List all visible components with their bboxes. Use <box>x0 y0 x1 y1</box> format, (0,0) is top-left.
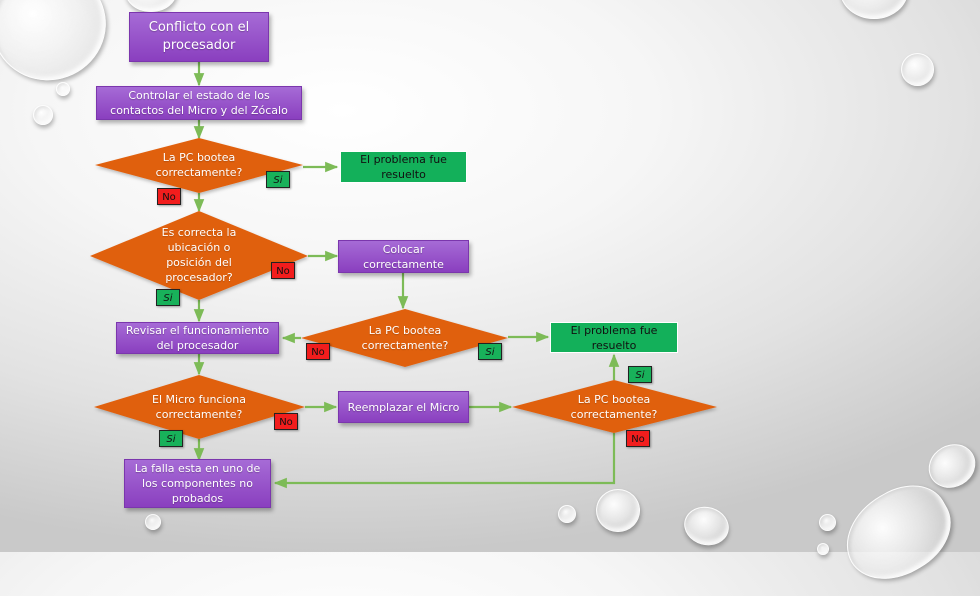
start-process-box: Conflicto con el procesador <box>129 12 269 62</box>
resolved-box-2: El problema fue resuelto <box>550 322 678 353</box>
resolved-box-1: El problema fue resuelto <box>340 151 467 183</box>
no-label: No <box>626 430 650 447</box>
place-correctly-box: Colocar correctamente <box>338 240 469 273</box>
no-label: No <box>157 188 181 205</box>
water-drop-decoration <box>33 105 53 125</box>
no-label: No <box>306 343 330 360</box>
decision-boot-1-text: La PC bootea correctamente? <box>155 151 243 179</box>
yes-label: Si <box>478 343 502 360</box>
water-drop-decoration <box>596 489 640 532</box>
water-drop-decoration <box>558 505 576 523</box>
water-drop-decoration <box>56 82 70 96</box>
water-drop-decoration <box>901 53 934 86</box>
no-label: No <box>271 262 295 279</box>
flowchart-canvas <box>90 62 717 489</box>
yes-label: Si <box>628 366 652 383</box>
water-drop-decoration <box>145 514 161 530</box>
yes-label: Si <box>266 171 290 188</box>
replace-micro-box: Reemplazar el Micro <box>338 391 469 423</box>
decision-boot-2-text: La PC bootea correctamente? <box>361 324 449 352</box>
decision-diamond-boot-2 <box>301 309 508 367</box>
decision-micro-text: El Micro funciona correctamente? <box>152 393 246 421</box>
decision-diamond-boot-1 <box>95 138 303 193</box>
untested-components-box: La falla esta en uno de los componentes … <box>124 459 271 508</box>
decision-diamond-position <box>90 211 308 300</box>
decision-boot-3-text: La PC bootea correctamente? <box>570 393 658 421</box>
decision-position-text: Es correcta la ubicación o posición del … <box>161 226 237 284</box>
decision-diamond-micro <box>94 375 305 439</box>
check-function-box: Revisar el funcionamiento del procesador <box>116 322 279 354</box>
connector <box>273 433 616 489</box>
decision-diamond-boot-3 <box>512 380 717 433</box>
check-contacts-box: Controlar el estado de los contactos del… <box>96 86 302 120</box>
yes-label: Si <box>159 430 183 447</box>
yes-label: Si <box>156 289 180 306</box>
no-label: No <box>274 413 298 430</box>
water-drop-decoration <box>819 514 836 531</box>
